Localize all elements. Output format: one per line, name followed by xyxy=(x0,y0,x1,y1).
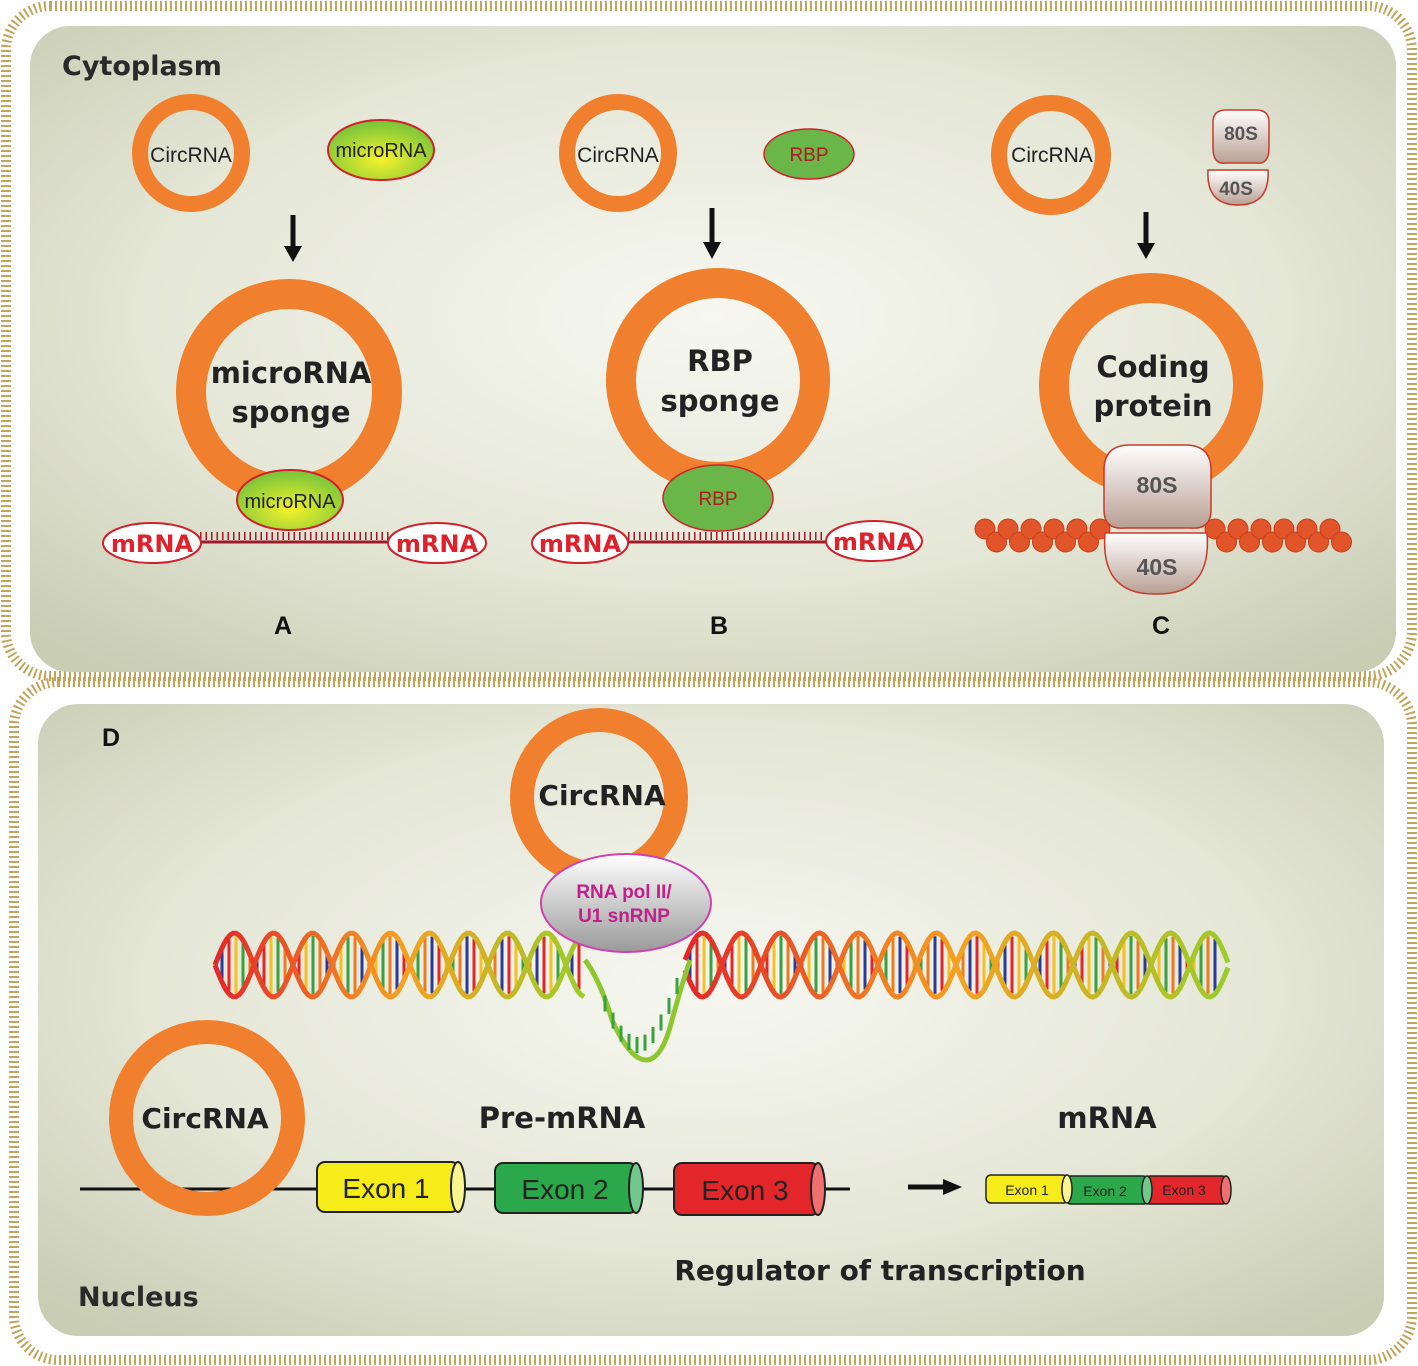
coding-label-line2: protein xyxy=(1093,389,1212,423)
mrna-left-a-label: mRNA xyxy=(111,530,194,558)
ribosome-80s-large xyxy=(1103,444,1212,529)
sponge-label-a-line1: microRNA xyxy=(211,356,372,390)
exon-3-label: Exon 3 xyxy=(701,1175,788,1206)
mrna-exon-2-label: Exon 2 xyxy=(1083,1183,1127,1199)
circrna-label-a: CircRNA xyxy=(150,144,232,167)
nucleus-title: Nucleus xyxy=(78,1282,199,1313)
rbp-free xyxy=(763,128,855,180)
circrna-small-a xyxy=(132,94,250,212)
exon-1: Exon 1 xyxy=(316,1161,466,1213)
ribosome-80s-small xyxy=(1212,109,1270,164)
exon-2: Exon 2 xyxy=(494,1162,644,1214)
peptide-chain xyxy=(974,518,1352,553)
mrna-right-b-label: mRNA xyxy=(833,528,916,556)
mrna-left-b-label: mRNA xyxy=(539,530,622,558)
microrna-bound xyxy=(236,469,344,531)
regulator-caption: Regulator of transcription xyxy=(674,1254,1085,1287)
sponge-label-b-line2: sponge xyxy=(660,384,779,418)
circrna-small-c xyxy=(991,95,1111,215)
rna-polymerase xyxy=(540,853,712,953)
exon-1-label: Exon 1 xyxy=(342,1173,429,1204)
panel-letter-d: D xyxy=(102,724,120,752)
mrna-exon-3-label: Exon 3 xyxy=(1162,1182,1206,1198)
ribosome-40s-small-label: 40S xyxy=(1219,179,1253,200)
ribosome-40s-large-label: 40S xyxy=(1137,554,1178,580)
down-arrow-a xyxy=(284,215,302,262)
panel-b: CircRNA RBP RBP sponge RBP mRNA mRNA B xyxy=(531,94,923,640)
ribosome-80s-large-label: 80S xyxy=(1137,472,1178,498)
exon-2-label: Exon 2 xyxy=(521,1174,608,1205)
mrna-exon-1-label: Exon 1 xyxy=(1005,1182,1049,1198)
exon-3: Exon 3 xyxy=(673,1162,826,1216)
circrna-left xyxy=(109,1020,305,1216)
panel-letter-a: A xyxy=(274,612,292,640)
amino-acid-bead xyxy=(1331,531,1352,553)
panel-c: CircRNA 80S 40S Coding protein 80S 40S C xyxy=(974,95,1352,640)
circrna-label-c: CircRNA xyxy=(1011,144,1093,167)
microrna-free xyxy=(327,119,435,181)
right-arrow xyxy=(908,1179,962,1195)
polymerase-label-line2: U1 snRNP xyxy=(578,906,670,927)
ribosome-80s-small-label: 80S xyxy=(1224,124,1258,145)
dna-template-strand xyxy=(582,958,693,1063)
mrna-right-a xyxy=(387,522,487,564)
mrna-right-a-label: mRNA xyxy=(396,530,479,558)
mrna-left-a xyxy=(102,522,202,564)
ribosome-40s-small xyxy=(1207,169,1269,206)
mrna-right-b xyxy=(825,520,923,562)
sponge-label-b-line1: RBP xyxy=(687,344,753,378)
rbp-bound-label: RBP xyxy=(698,489,737,510)
down-arrow-b xyxy=(703,208,721,259)
ribosome-40s-large xyxy=(1103,532,1209,595)
circrna-left-label: CircRNA xyxy=(141,1102,269,1135)
dna-strand xyxy=(682,930,1231,1000)
microrna-free-label: microRNA xyxy=(335,140,427,162)
microrna-bound-label: microRNA xyxy=(244,491,336,513)
premrna-label: Pre-mRNA xyxy=(479,1101,646,1135)
circrna-small-b xyxy=(559,94,677,212)
mature-mrna: Exon 1 Exon 2 Exon 3 xyxy=(985,1174,1232,1205)
rbp-free-label: RBP xyxy=(789,145,828,166)
dna-strand xyxy=(212,930,586,1000)
mrna-left-b xyxy=(531,522,629,564)
panel-letter-c: C xyxy=(1152,612,1170,640)
polymerase-label-line1: RNA pol II/ xyxy=(576,882,672,903)
dna-helix xyxy=(212,930,1231,1063)
rbp-bound xyxy=(662,464,774,532)
dna-strand xyxy=(212,930,586,1000)
panel-a: CircRNA microRNA microRNA sponge microRN… xyxy=(102,94,487,640)
circrna-top-label: CircRNA xyxy=(538,779,666,812)
mrna-label: mRNA xyxy=(1057,1101,1157,1135)
cytoplasm-title: Cytoplasm xyxy=(62,51,222,82)
coding-label-line1: Coding xyxy=(1096,350,1209,384)
sponge-label-a-line2: sponge xyxy=(231,395,350,429)
circrna-label-b: CircRNA xyxy=(577,144,659,167)
panel-letter-b: B xyxy=(710,612,728,640)
down-arrow-c xyxy=(1137,212,1155,259)
cytoplasm-panel xyxy=(1,1,1417,681)
